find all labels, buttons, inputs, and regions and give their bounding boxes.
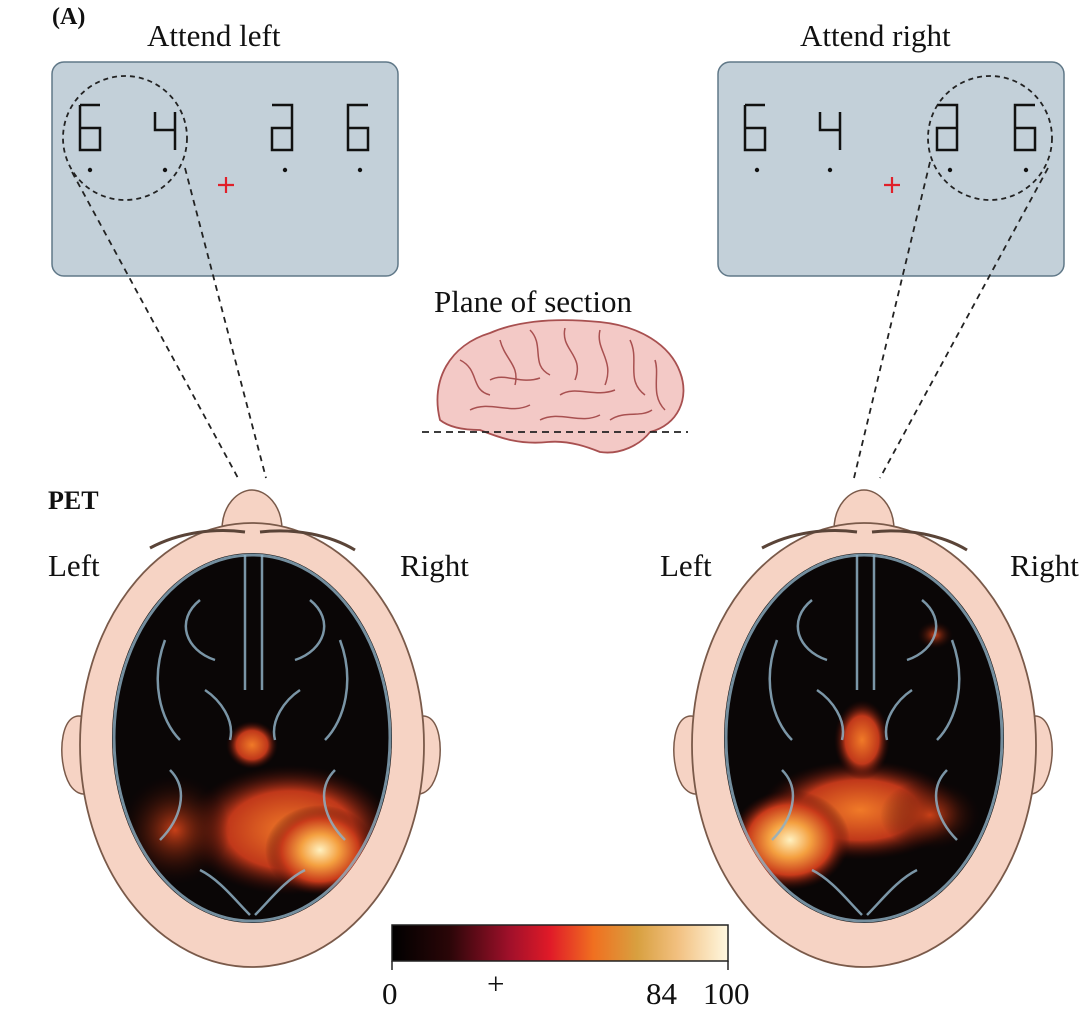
colorbar xyxy=(391,924,729,970)
pet-scan-attend-right xyxy=(724,553,1004,923)
left-head-right-label: Right xyxy=(400,548,469,583)
digit-4-icon xyxy=(818,112,842,150)
digit-2-icon xyxy=(935,103,959,152)
pet-scan-attend-left xyxy=(112,553,392,923)
colorbar-tick-0: 0 xyxy=(382,976,398,1011)
fixation-cross-icon xyxy=(884,177,900,193)
attend-right-screen xyxy=(717,61,1065,277)
plane-of-section-label: Plane of section xyxy=(434,284,633,319)
right-head-right-label: Right xyxy=(1010,548,1079,583)
digit-6b-icon xyxy=(1013,103,1037,152)
digit-6-icon xyxy=(78,103,102,152)
attention-circle xyxy=(62,75,188,201)
digit-6b-icon xyxy=(346,103,370,152)
panel-label: (A) xyxy=(52,4,86,30)
left-head-top-view xyxy=(61,489,441,968)
digit-4-icon xyxy=(153,112,177,150)
brain-side-view xyxy=(422,319,688,454)
digit-6-icon xyxy=(743,103,767,152)
colorbar-tick-100: 100 xyxy=(703,976,750,1011)
attention-circle xyxy=(927,75,1053,201)
fixation-cross-icon xyxy=(218,177,234,193)
right-head-top-view xyxy=(673,489,1053,968)
nose xyxy=(221,489,283,531)
right-head-left-label: Left xyxy=(660,548,712,583)
nose xyxy=(833,489,895,531)
colorbar-tick-84: 84 xyxy=(646,976,677,1011)
digit-2-icon xyxy=(270,103,294,152)
pet-label: PET xyxy=(48,486,99,515)
projection-lines xyxy=(71,161,1049,479)
attend-left-screen xyxy=(51,61,399,277)
attend-left-title: Attend left xyxy=(147,18,281,53)
colorbar-tick-plus: + xyxy=(487,966,505,1001)
attend-right-title: Attend right xyxy=(800,18,951,53)
left-head-left-label: Left xyxy=(48,548,100,583)
